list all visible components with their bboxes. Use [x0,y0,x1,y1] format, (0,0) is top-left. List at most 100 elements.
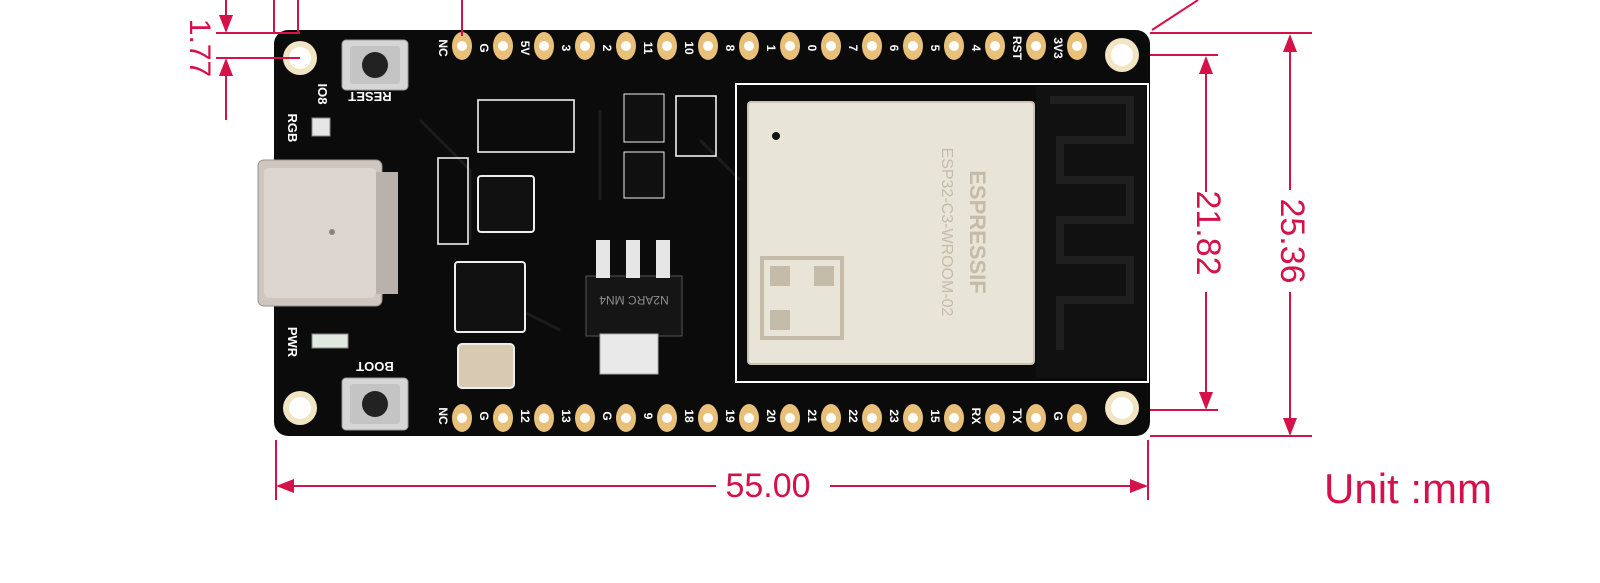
bottom-pin-hole [867,413,877,423]
bottom-pin-label: 22 [846,409,860,423]
bottom-pin-hole [826,413,836,423]
components: N2ARC MN4 [437,93,717,389]
top-pin-label: 1 [764,45,778,52]
top-pin-hole [1031,41,1041,51]
inner-height-arrow-bottom [1199,392,1213,410]
outer-height-dimension-label: 25.36 [1273,198,1311,283]
bottom-pin-label: 12 [518,409,532,423]
bottom-pin-header: NC G 12 13 G 9 18 19 20 21 22 23 15 RX TX G [436,404,1087,432]
bottom-pin-hole [580,413,590,423]
bottom-pin-label: 23 [887,409,901,423]
bottom-pin-hole [662,413,672,423]
bottom-pin-hole [1072,413,1082,423]
bottom-pin-label: G [600,411,614,420]
hole-offset-dimension-label: 1.77 [183,19,216,77]
voltage-regulator [585,275,683,337]
mounting-holes [283,38,1139,425]
outer-height-arrow-bottom [1283,418,1297,436]
module-qr-code [760,256,844,340]
rgb-led [311,117,331,137]
width-arrow-right [1130,479,1148,493]
hole-offset-arrow-top [219,15,233,33]
top-pin-label: 5V [518,41,532,56]
inner-height-dimension-label: 21.82 [1189,190,1227,275]
crystal [457,343,515,389]
top-pin-hole [539,41,549,51]
bottom-pin-label: 15 [928,409,942,423]
bottom-pin-label: G [477,411,491,420]
width-arrow-left [276,479,294,493]
bottom-pin-hole [908,413,918,423]
bottom-pin-label: G [1051,411,1065,420]
bottom-pin-hole [990,413,1000,423]
top-pin-hole [580,41,590,51]
unit-label: Unit :mm [1324,465,1492,512]
bottom-pin-hole [539,413,549,423]
io8-silk-label: IO8 [315,84,330,105]
top-pin-label: 6 [887,45,901,52]
regulator-marking: N2ARC MN4 [599,293,669,307]
bottom-pin-label: 19 [723,409,737,423]
pwr-silk-label: PWR [285,327,300,358]
reset-button [341,39,409,91]
top-pin-hole [990,41,1000,51]
bottom-pin-hole [498,413,508,423]
top-pin-hole [867,41,877,51]
dimension-annotations [216,0,1312,500]
bottom-pin-hole [621,413,631,423]
bottom-pin-hole [457,413,467,423]
module-brand: ESPRESSIF [965,170,990,293]
power-led [311,333,349,349]
top-pin-label: 5 [928,45,942,52]
top-pin-label: 8 [723,45,737,52]
boot-silk-label: BOOT [356,359,394,374]
bottom-pin-label: RX [969,408,983,425]
bottom-pin-label: 13 [559,409,573,423]
bottom-pin-label: 21 [805,409,819,423]
width-dimension-label: 55.00 [725,467,810,505]
bottom-pin-label: NC [436,407,450,425]
bottom-pin-hole [1031,413,1041,423]
esp32-module: ESPRESSIF ESP32-C3-WROOM-02 [735,83,1149,383]
bottom-pin-label: 9 [641,413,655,420]
hole-offset-arrow-bottom [219,58,233,76]
bottom-pin-hole [703,413,713,423]
top-pin-label: 11 [641,42,655,55]
outer-height-arrow-top [1283,34,1297,52]
boot-button [341,377,409,431]
top-pin-label: 0 [805,45,819,52]
bottom-pin-hole [744,413,754,423]
top-pin-hole [744,41,754,51]
ic-chip-2 [454,261,526,333]
top-pin-hole [498,41,508,51]
top-pin-label: 3 [559,45,573,52]
pcb-traces [418,110,742,332]
top-pin-label: 10 [682,41,696,55]
bottom-pin-label: TX [1010,408,1024,423]
leader-line [1151,0,1199,31]
top-pin-hole [1072,41,1082,51]
module-model: ESP32-C3-WROOM-02 [938,148,955,317]
top-pin-hole [703,41,713,51]
top-pin-hole [826,41,836,51]
usb-c-connector [257,159,398,307]
top-pin-label: G [477,43,491,52]
reset-silk-label: RESET [348,89,391,104]
inner-height-arrow-top [1199,56,1213,74]
ic-chip-1 [477,175,535,233]
rgb-silk-label: RGB [285,114,300,143]
bottom-pin-label: 20 [764,409,778,423]
top-pin-hole [621,41,631,51]
top-pin-label: 3V3 [1051,37,1065,59]
top-pin-hole [908,41,918,51]
bottom-pin-label: 18 [682,409,696,423]
bottom-pin-hole [785,413,795,423]
top-pin-label: 2 [600,45,614,52]
top-pin-label: NC [436,39,450,57]
bottom-pin-hole [949,413,959,423]
top-pin-label: RST [1010,36,1024,61]
top-pin-hole [457,41,467,51]
top-pin-hole [949,41,959,51]
